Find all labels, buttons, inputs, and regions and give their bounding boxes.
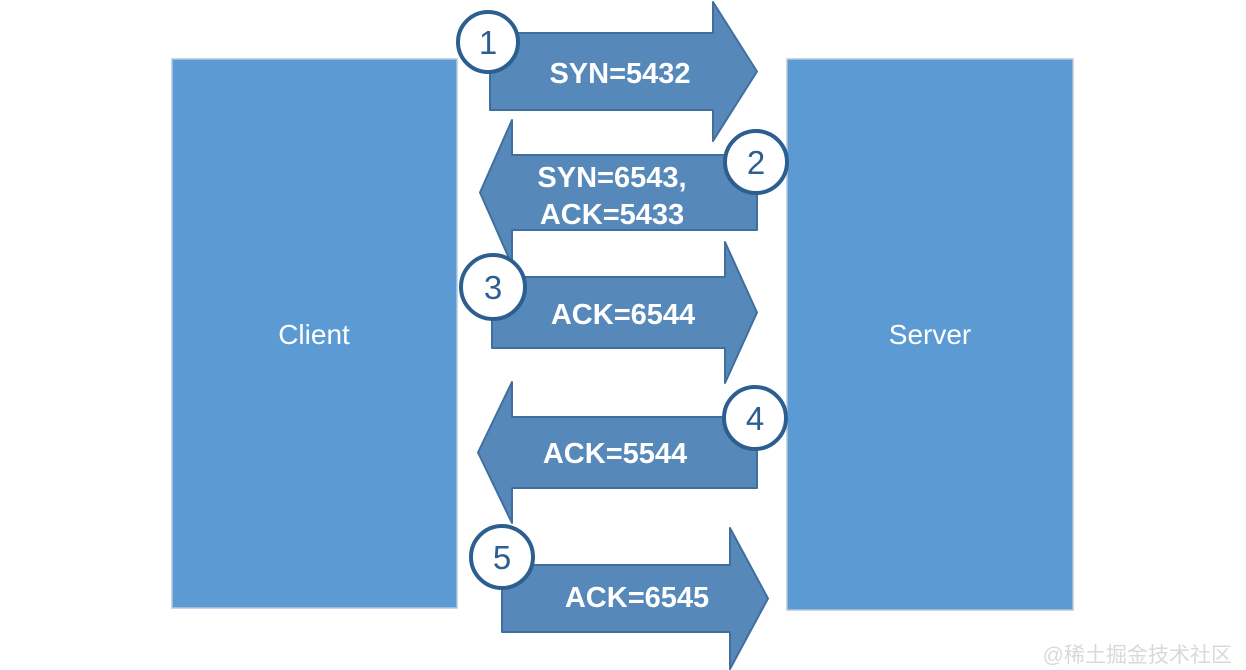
badge-circle [722,385,788,451]
step-badge-2: 2 [723,129,789,195]
message-label-line1: SYN=6543, [537,162,686,194]
step-number: 4 [746,400,764,437]
step-number: 3 [484,269,502,306]
arrow-step-2: SYN=6543, ACK=5433 [479,119,758,266]
arrow-step-4: ACK=5544 [477,381,758,524]
badge-circle [469,524,535,590]
step-badge-4: 4 [722,385,788,451]
server-box [786,58,1074,611]
client-node: Client [171,58,458,609]
watermark-text: @稀土掘金技术社区 [1043,644,1232,667]
left-arrow-shape [479,119,758,266]
step-number: 1 [479,24,497,61]
message-label-line2: ACK=5433 [540,199,684,231]
message-label: ACK=6545 [565,582,709,614]
step-badge-1: 1 [456,10,520,74]
left-arrow-shape [477,381,758,524]
step-badge-3: 3 [459,253,527,321]
arrow-step-3: ACK=6544 [491,241,758,384]
right-arrow-shape [491,241,758,384]
right-arrow-shape [501,527,769,670]
server-node: Server [786,58,1074,611]
arrow-step-1: SYN=5432 [489,1,758,142]
badge-circle [723,129,789,195]
right-arrow-shape [489,1,758,142]
message-label: SYN=5432 [549,58,690,90]
badge-circle [456,10,520,74]
message-label: ACK=6544 [551,299,695,331]
step-number: 5 [493,539,511,576]
arrow-step-5: ACK=6545 [501,527,769,670]
badge-circle [459,253,527,321]
client-box [171,58,458,609]
step-badge-5: 5 [469,524,535,590]
server-label: Server [889,319,971,350]
client-label: Client [278,319,350,350]
step-number: 2 [747,144,765,181]
message-label: ACK=5544 [543,438,687,470]
